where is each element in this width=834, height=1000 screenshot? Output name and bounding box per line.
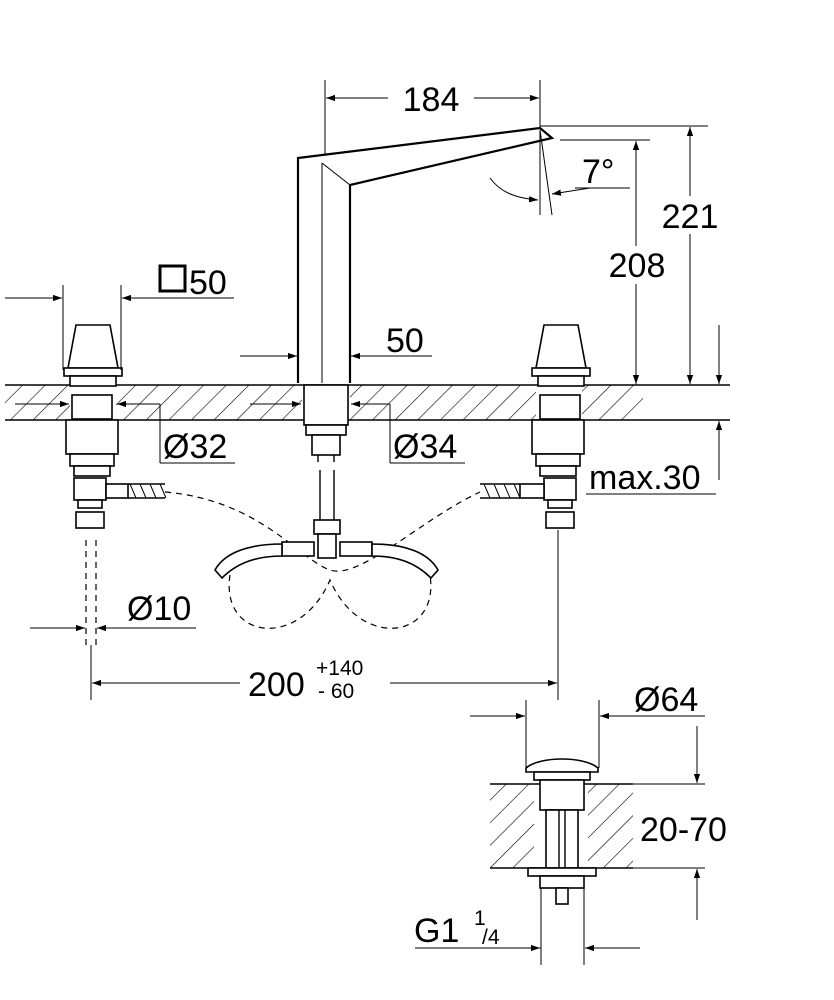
square-symbol-icon bbox=[158, 264, 187, 293]
hoses bbox=[85, 470, 481, 645]
dimension-centre-distance: 200 +140 - 60 bbox=[90, 530, 559, 705]
left-handle bbox=[63, 324, 167, 529]
label-max-deck: max.30 bbox=[589, 459, 701, 497]
label-spout-reach: 184 bbox=[403, 81, 460, 119]
label-waste-range: 20-70 bbox=[640, 811, 727, 849]
dimension-spout-reach: 184 bbox=[324, 80, 541, 155]
label-waste-thread-prefix: G1 bbox=[414, 912, 459, 950]
label-centre-tolerance-plus: +140 bbox=[316, 657, 363, 680]
label-spout-angle: 7° bbox=[582, 153, 615, 191]
label-waste-thread-num: 1 bbox=[474, 907, 486, 930]
dimension-handle-square: 50 bbox=[5, 264, 234, 370]
right-handle bbox=[480, 324, 591, 529]
dimension-waste-range: 20-70 bbox=[633, 726, 746, 920]
label-spout-base: 50 bbox=[386, 322, 424, 360]
countertop bbox=[5, 384, 730, 421]
label-centre-tolerance-minus: - 60 bbox=[318, 680, 354, 703]
label-outlet-height: 208 bbox=[609, 247, 666, 285]
dimension-waste-head: Ø64 bbox=[470, 681, 705, 768]
dimension-hose-diameter: Ø10 bbox=[30, 590, 196, 632]
waste-valve bbox=[490, 758, 633, 905]
label-hose-dia: Ø10 bbox=[127, 590, 191, 628]
dimension-waste-thread: G1 1 /4 bbox=[414, 888, 640, 965]
label-handle-hole: Ø32 bbox=[163, 428, 227, 466]
label-spout-hole: Ø34 bbox=[393, 428, 457, 466]
dimension-spout-angle: 7° bbox=[489, 129, 630, 216]
dimension-hole-diameters: Ø32 Ø34 bbox=[15, 400, 465, 466]
dimension-deck-thickness: max.30 bbox=[586, 459, 716, 497]
dimension-spout-base: 50 bbox=[240, 322, 432, 360]
spout bbox=[296, 126, 555, 462]
label-waste-thread-den: /4 bbox=[482, 926, 500, 949]
dimension-heights: 221 208 bbox=[540, 125, 725, 480]
label-total-height: 221 bbox=[662, 198, 719, 236]
label-handle-square: 50 bbox=[189, 264, 227, 302]
label-centre-distance: 200 bbox=[248, 666, 305, 704]
label-waste-head: Ø64 bbox=[634, 681, 698, 719]
